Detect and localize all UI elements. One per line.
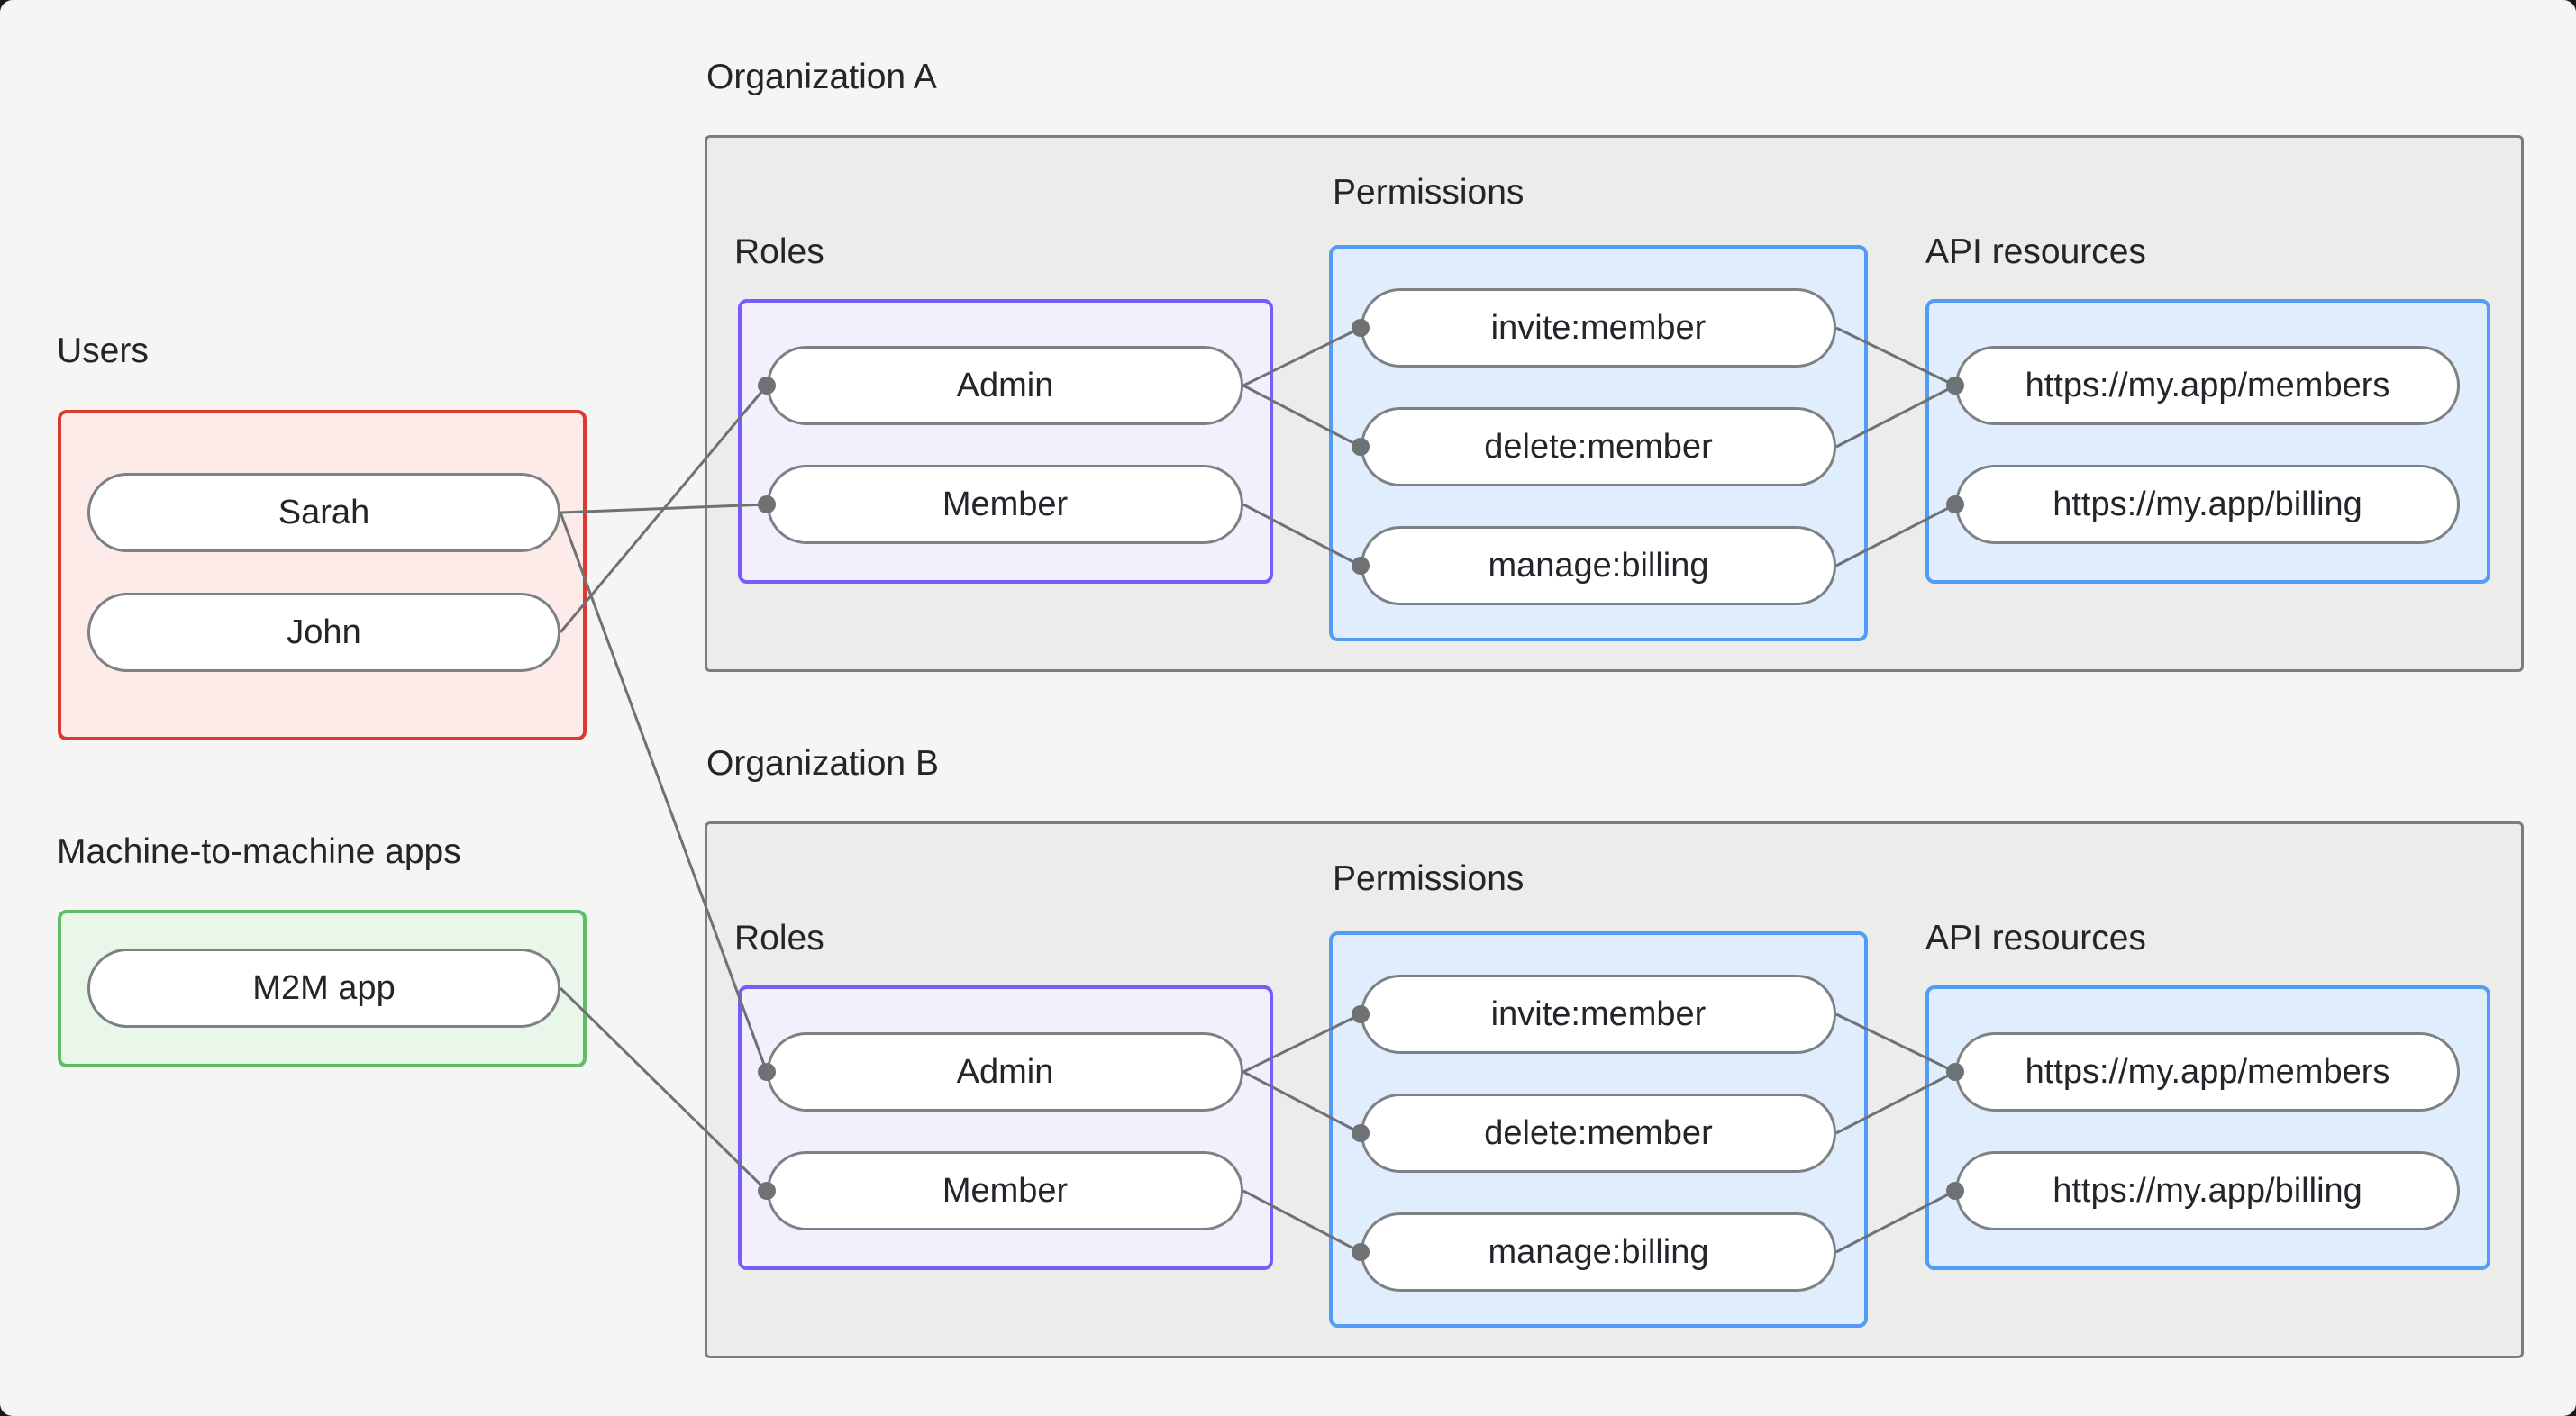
org-a-title: Organization A	[706, 58, 937, 96]
node-org-a-permission-delete: delete:member	[1361, 407, 1836, 486]
node-org-a-api-members: https://my.app/members	[1955, 346, 2460, 425]
users-label: Users	[57, 331, 149, 370]
node-org-b-api-members: https://my.app/members	[1955, 1032, 2460, 1112]
org-a-roles-label: Roles	[734, 232, 824, 271]
org-b-title: Organization B	[706, 744, 939, 783]
node-org-b-role-admin: Admin	[767, 1032, 1243, 1112]
node-user-sarah: Sarah	[87, 473, 560, 552]
users-box	[58, 410, 587, 740]
node-user-john: John	[87, 593, 560, 672]
node-org-a-permission-invite: invite:member	[1361, 288, 1836, 368]
org-a-api-label: API resources	[1925, 232, 2146, 271]
node-org-a-role-admin: Admin	[767, 346, 1243, 425]
m2m-label: Machine-to-machine apps	[57, 832, 461, 871]
node-org-b-role-member: Member	[767, 1151, 1243, 1230]
node-org-a-api-billing: https://my.app/billing	[1955, 465, 2460, 544]
org-b-api-label: API resources	[1925, 919, 2146, 958]
node-org-a-permission-manage: manage:billing	[1361, 526, 1836, 605]
node-org-b-permission-invite: invite:member	[1361, 975, 1836, 1054]
node-org-b-permission-manage: manage:billing	[1361, 1212, 1836, 1292]
node-org-b-api-billing: https://my.app/billing	[1955, 1151, 2460, 1230]
org-a-permissions-label: Permissions	[1333, 173, 1525, 212]
node-org-a-role-member: Member	[767, 465, 1243, 544]
org-b-permissions-label: Permissions	[1333, 859, 1525, 898]
node-m2m-app: M2M app	[87, 949, 560, 1028]
org-b-roles-label: Roles	[734, 919, 824, 958]
node-org-b-permission-delete: delete:member	[1361, 1094, 1836, 1173]
